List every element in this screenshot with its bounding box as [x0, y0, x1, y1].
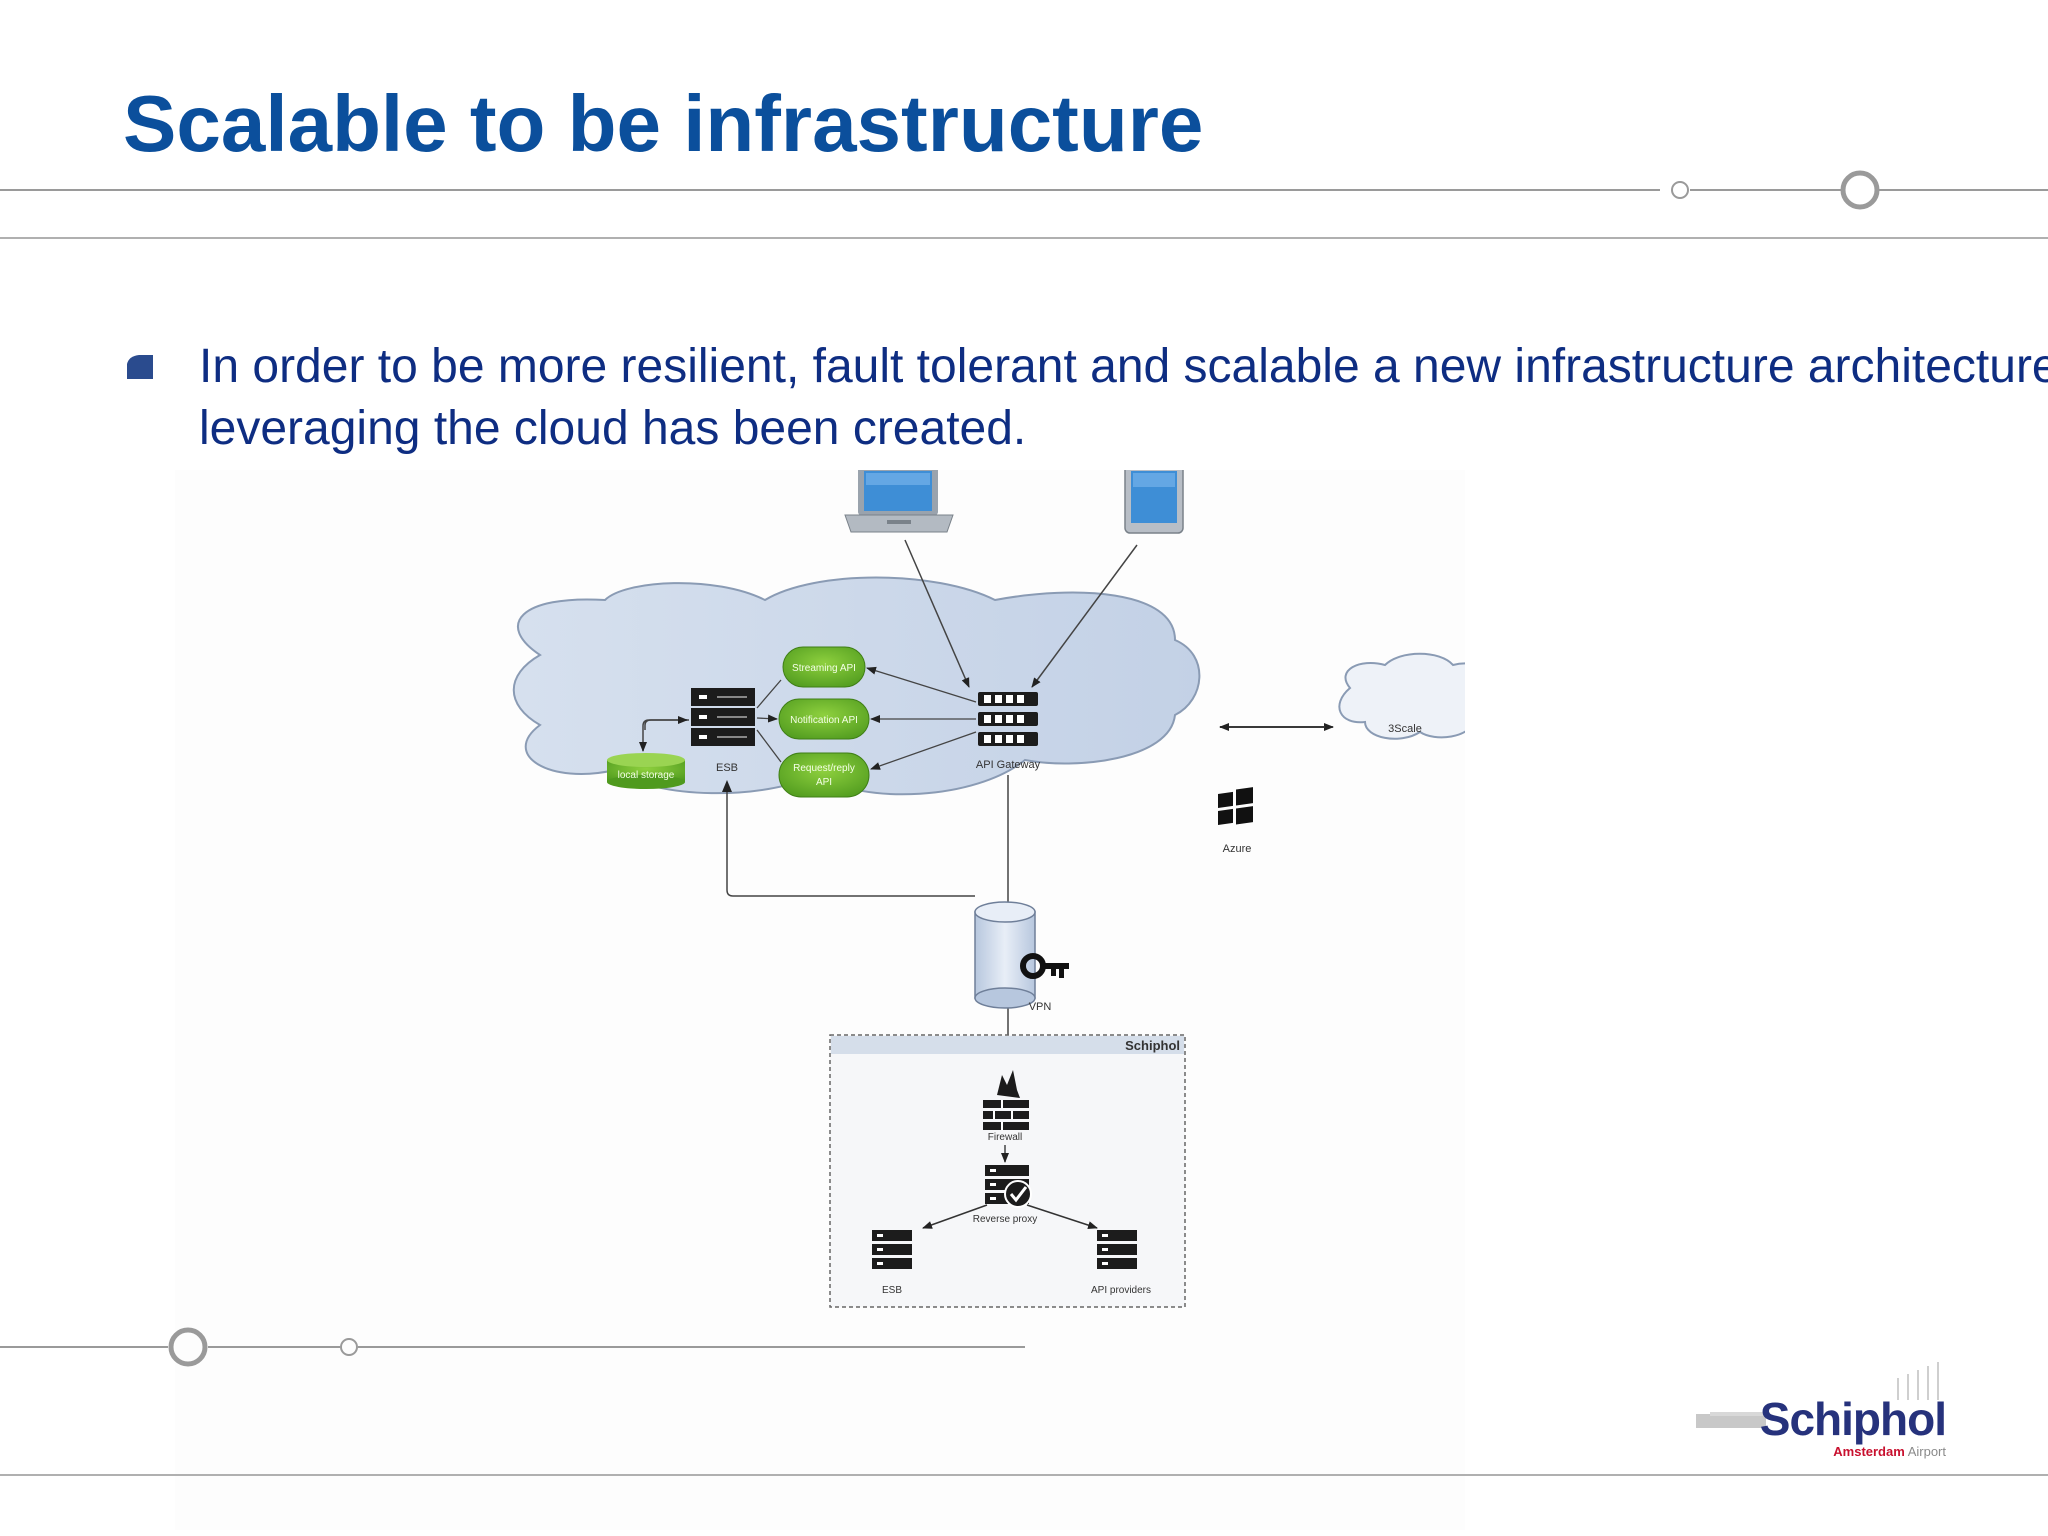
api-gateway-server-icon — [978, 692, 1038, 746]
api-providers-server-icon — [1097, 1230, 1137, 1269]
windows-logo-icon — [1218, 787, 1253, 825]
footer-large-circle — [168, 1327, 208, 1367]
slide-title: Scalable to be infrastructure — [123, 79, 1204, 168]
request-reply-api-label-2: API — [816, 777, 832, 788]
local-storage-label: local storage — [618, 770, 675, 781]
header-large-circle — [1840, 170, 1880, 210]
vpn-label: VPN — [1029, 1001, 1052, 1013]
local-storage-database-icon — [607, 753, 685, 789]
logo-subtitle-grey: Airport — [1907, 1444, 1946, 1459]
onprem-esb-label: ESB — [882, 1285, 902, 1296]
vpn-database-icon — [974, 901, 1036, 1009]
architecture-diagram: 3Scale ESB — [175, 470, 1465, 1530]
tablet-icon — [1124, 470, 1184, 534]
reverse-proxy-label: Reverse proxy — [973, 1214, 1037, 1225]
request-reply-api-label-1: Request/reply — [793, 763, 855, 774]
request-reply-api-node: Request/reply API — [778, 752, 870, 798]
schiphol-region-label: Schiphol — [1125, 1038, 1180, 1053]
azure-label: Azure — [1223, 843, 1252, 855]
cloud-esb-label: ESB — [716, 762, 738, 774]
logo-subtitle-red: Amsterdam — [1833, 1444, 1905, 1459]
firewall-icon — [983, 1070, 1029, 1130]
footer-small-circle — [340, 1338, 358, 1356]
notification-api-label: Notification API — [790, 715, 858, 726]
onprem-esb-server-icon — [872, 1230, 912, 1269]
api-providers-label: API providers — [1091, 1285, 1151, 1296]
schiphol-logo: Schiphol Amsterdam Airport — [1690, 1360, 1952, 1460]
streaming-api-node: Streaming API — [782, 646, 866, 688]
bottom-rule — [0, 1474, 2048, 1476]
bullet-text: In order to be more resilient, fault tol… — [199, 340, 2048, 455]
logo-stripes-icon — [1696, 1362, 1939, 1428]
threescale-label: 3Scale — [1388, 723, 1422, 735]
firewall-label: Firewall — [988, 1132, 1022, 1143]
notification-api-node: Notification API — [778, 698, 870, 740]
logo-wordmark: Schiphol — [1759, 1393, 1947, 1445]
cloud-esb-server-icon — [691, 688, 755, 746]
header-decoration — [0, 170, 2048, 239]
bullet-icon — [127, 355, 153, 379]
laptop-icon — [844, 470, 954, 533]
footer-decoration — [0, 1327, 1025, 1367]
api-gateway-label: API Gateway — [976, 759, 1041, 771]
key-icon — [1020, 953, 1069, 979]
threescale-cloud — [1338, 652, 1465, 740]
logo-subtitle: Amsterdam Airport — [1833, 1444, 1946, 1459]
header-small-circle — [1671, 181, 1689, 199]
streaming-api-label: Streaming API — [792, 663, 856, 674]
reverse-proxy-icon — [985, 1165, 1032, 1208]
